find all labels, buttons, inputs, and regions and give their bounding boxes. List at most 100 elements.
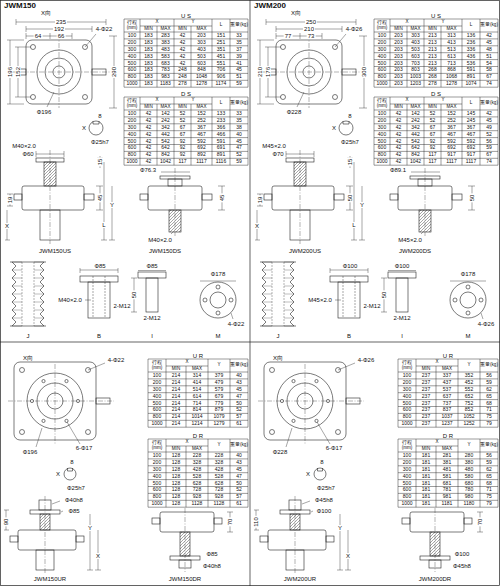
drawing-label: Ф70 [271, 151, 284, 157]
drawing-label: Ф178 [460, 271, 477, 277]
top-plate-i [138, 272, 166, 278]
table-cell: 628 [186, 480, 208, 487]
table-cell: 214 [166, 407, 186, 414]
table-cell: 528 [186, 473, 208, 480]
table-cell: 779 [208, 400, 230, 407]
nut-b [80, 268, 118, 300]
drawing-label: JWM150DS [148, 248, 182, 254]
table-cell: 783 [157, 67, 174, 74]
table-cell: 367 [462, 124, 480, 131]
table-cell: 重量(kg) [230, 19, 248, 32]
drawing-label: Ф25h7 [340, 139, 360, 145]
table-cell: 500 [124, 60, 140, 67]
table-cell: 183 [140, 67, 157, 74]
drawing-label: JWM200DS [398, 248, 432, 254]
jack-dr-elevation [185, 508, 186, 572]
table-cell: 42 [390, 131, 407, 138]
bellows-cover [34, 302, 44, 303]
table-cell: 152 [441, 110, 462, 117]
drawing-label: Ф196 [36, 109, 53, 115]
table-cell: 367 [441, 124, 462, 131]
table-cell: 128 [166, 459, 186, 466]
table-cell: 68 [480, 400, 498, 407]
table-cell: 203 [390, 60, 407, 67]
table-cell: 336 [462, 46, 480, 53]
table-cell: X [140, 19, 174, 26]
drawing-label: 15 [97, 158, 103, 167]
table-cell: 583 [157, 53, 174, 60]
table-cell: 500 [398, 480, 416, 487]
drawing-label: Ф85 [67, 508, 80, 514]
table-cell: 691 [212, 145, 230, 152]
table-cell: MIN [424, 26, 441, 32]
table-cell: 781 [436, 487, 458, 494]
table-cell: 42 [140, 138, 157, 145]
gearbox-top-view [31, 95, 36, 100]
table-cell: 重量(kg) [480, 97, 498, 110]
table-cell: 128 [166, 466, 186, 473]
table-cell: 500 [374, 60, 390, 67]
table-cell: 45 [230, 138, 248, 145]
table-cell: 500 [148, 480, 166, 487]
drawing-label: Y [109, 202, 115, 208]
bellows-cover [34, 262, 44, 263]
drawing-label: X [345, 553, 351, 559]
table-cell: 467 [462, 131, 480, 138]
table-cell: 181 [416, 466, 436, 473]
table-cell: 383 [157, 39, 174, 46]
table-cell: 367 [191, 124, 212, 131]
table-cell: 42 [174, 32, 191, 39]
drawing-label: 8 [319, 459, 324, 465]
table-cell: 400 [374, 131, 390, 138]
drawing-label: 8 [69, 459, 74, 465]
table-cell: 917 [441, 151, 462, 158]
table-cell: 637 [436, 393, 458, 400]
bellows-cover [12, 302, 22, 303]
table-cell: 65 [480, 393, 498, 400]
table-cell: 100 [148, 372, 166, 379]
table-cell: 214 [166, 386, 186, 393]
table-cell: 行程(mm) [398, 359, 416, 372]
table-cell: MAX [407, 26, 424, 32]
flange-m [210, 292, 226, 308]
table-cell: 814 [186, 407, 208, 414]
table-cell: MIN [390, 26, 407, 32]
jack-dr-elevation [214, 518, 222, 524]
table-cell: 200 [124, 39, 140, 46]
drawing-label: 4-Ф26 [345, 26, 364, 32]
table-cell: L [212, 97, 230, 110]
table-cell: 67 [424, 124, 441, 131]
table-cell: 314 [186, 372, 208, 379]
table-cell: 917 [462, 151, 480, 158]
table-cell: 42 [174, 60, 191, 67]
table-cell: 43 [230, 459, 248, 466]
jack-drawing-upper [255, 19, 486, 326]
table-cell: 92 [174, 138, 191, 145]
table-cell: MAX [191, 104, 212, 110]
table-cell: 42 [140, 124, 157, 131]
table-grid [148, 359, 248, 427]
table-cell: 542 [157, 138, 174, 145]
table-cell: 928 [186, 493, 208, 500]
table-cell: 214 [166, 393, 186, 400]
table-grid [124, 19, 248, 87]
drawing-label: Ф100 [394, 263, 411, 269]
table-cell: U S [124, 12, 248, 19]
jack-us-elevation [5, 151, 115, 240]
bellows-cover [10, 262, 46, 326]
flange-m [200, 281, 236, 319]
table-cell: 67 [480, 151, 498, 158]
table-cell: 592 [191, 138, 212, 145]
table-cell: 245 [462, 117, 480, 124]
table-cell: 452 [458, 379, 480, 386]
table-cell: 37 [230, 46, 248, 53]
table-cell: 1183 [157, 80, 174, 87]
table-cell: 981 [436, 493, 458, 500]
table-cell: 842 [407, 151, 424, 158]
gearbox-top-view [8, 362, 114, 447]
table-cell: 1174 [212, 80, 230, 87]
drawing-label: Ф100 [342, 263, 359, 269]
jack-ur-elevation [4, 496, 101, 574]
gearbox-top-view [7, 19, 117, 108]
